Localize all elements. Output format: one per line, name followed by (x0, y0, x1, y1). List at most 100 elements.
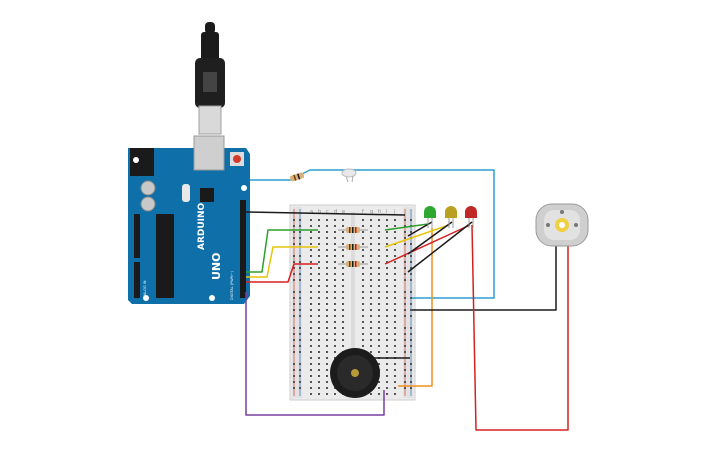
breadboard-hole[interactable] (378, 231, 380, 233)
breadboard-hole[interactable] (326, 255, 328, 257)
breadboard-hole[interactable] (362, 267, 364, 269)
breadboard-hole[interactable] (362, 219, 364, 221)
rail-hole[interactable] (293, 333, 295, 335)
breadboard-hole[interactable] (378, 339, 380, 341)
rail-hole[interactable] (299, 309, 301, 311)
breadboard-hole[interactable] (386, 279, 388, 281)
breadboard-hole[interactable] (318, 219, 320, 221)
breadboard-hole[interactable] (326, 267, 328, 269)
breadboard-hole[interactable] (386, 297, 388, 299)
rail-hole[interactable] (410, 369, 412, 371)
breadboard-hole[interactable] (386, 255, 388, 257)
breadboard-hole[interactable] (334, 237, 336, 239)
rail-hole[interactable] (404, 369, 406, 371)
breadboard-hole[interactable] (342, 255, 344, 257)
rail-hole[interactable] (293, 219, 295, 221)
wire-green-led[interactable] (384, 223, 429, 231)
breadboard-hole[interactable] (386, 237, 388, 239)
rail-hole[interactable] (293, 363, 295, 365)
breadboard-hole[interactable] (378, 225, 380, 227)
rail-hole[interactable] (299, 375, 301, 377)
breadboard-hole[interactable] (326, 243, 328, 245)
breadboard-hole[interactable] (394, 297, 396, 299)
rail-hole[interactable] (293, 225, 295, 227)
breadboard-hole[interactable] (310, 297, 312, 299)
breadboard-hole[interactable] (318, 381, 320, 383)
breadboard-hole[interactable] (362, 321, 364, 323)
breadboard-hole[interactable] (318, 345, 320, 347)
breadboard-hole[interactable] (342, 285, 344, 287)
breadboard-hole[interactable] (386, 285, 388, 287)
rail-hole[interactable] (404, 255, 406, 257)
wire-orange[interactable] (398, 228, 433, 387)
breadboard-hole[interactable] (310, 255, 312, 257)
wire-black-motor[interactable] (412, 244, 557, 311)
breadboard-hole[interactable] (370, 231, 372, 233)
rail-hole[interactable] (410, 381, 412, 383)
rail-hole[interactable] (293, 273, 295, 275)
wires[interactable] (245, 169, 569, 431)
breadboard-hole[interactable] (386, 375, 388, 377)
breadboard-hole[interactable] (326, 237, 328, 239)
breadboard-hole[interactable] (378, 279, 380, 281)
rail-hole[interactable] (299, 237, 301, 239)
breadboard-hole[interactable] (386, 309, 388, 311)
breadboard-hole[interactable] (370, 393, 372, 395)
breadboard-hole[interactable] (394, 333, 396, 335)
rail-hole[interactable] (299, 333, 301, 335)
breadboard-hole[interactable] (386, 321, 388, 323)
breadboard-hole[interactable] (362, 333, 364, 335)
breadboard-hole[interactable] (394, 339, 396, 341)
breadboard-hole[interactable] (318, 249, 320, 251)
rail-hole[interactable] (299, 219, 301, 221)
breadboard-hole[interactable] (342, 249, 344, 251)
rail-hole[interactable] (299, 381, 301, 383)
breadboard-hole[interactable] (394, 381, 396, 383)
rail-hole[interactable] (410, 267, 412, 269)
breadboard-hole[interactable] (310, 267, 312, 269)
rail-hole[interactable] (410, 255, 412, 257)
breadboard-hole[interactable] (318, 225, 320, 227)
breadboard-hole[interactable] (378, 315, 380, 317)
breadboard-hole[interactable] (326, 327, 328, 329)
breadboard-hole[interactable] (370, 303, 372, 305)
rail-hole[interactable] (299, 369, 301, 371)
breadboard-hole[interactable] (334, 327, 336, 329)
dc-motor[interactable] (535, 203, 589, 247)
rail-hole[interactable] (293, 297, 295, 299)
breadboard-hole[interactable] (386, 219, 388, 221)
rail-hole[interactable] (299, 279, 301, 281)
rail-hole[interactable] (293, 237, 295, 239)
rail-hole[interactable] (299, 387, 301, 389)
rail-hole[interactable] (293, 279, 295, 281)
resistor[interactable] (338, 227, 368, 233)
breadboard-hole[interactable] (370, 327, 372, 329)
breadboard-hole[interactable] (310, 273, 312, 275)
rail-hole[interactable] (293, 381, 295, 383)
rail-hole[interactable] (293, 351, 295, 353)
rail-hole[interactable] (410, 297, 412, 299)
breadboard-hole[interactable] (378, 393, 380, 395)
breadboard-hole[interactable] (334, 231, 336, 233)
breadboard-hole[interactable] (378, 309, 380, 311)
breadboard-hole[interactable] (310, 291, 312, 293)
rail-hole[interactable] (293, 375, 295, 377)
breadboard-hole[interactable] (318, 273, 320, 275)
breadboard-hole[interactable] (386, 387, 388, 389)
breadboard-hole[interactable] (370, 351, 372, 353)
breadboard-hole[interactable] (318, 333, 320, 335)
breadboard-hole[interactable] (318, 387, 320, 389)
breadboard-hole[interactable] (394, 285, 396, 287)
breadboard-hole[interactable] (334, 393, 336, 395)
breadboard-hole[interactable] (318, 315, 320, 317)
breadboard-hole[interactable] (394, 219, 396, 221)
breadboard-hole[interactable] (326, 231, 328, 233)
rail-hole[interactable] (404, 219, 406, 221)
breadboard-hole[interactable] (318, 393, 320, 395)
breadboard-hole[interactable] (342, 291, 344, 293)
rail-hole[interactable] (299, 255, 301, 257)
breadboard-hole[interactable] (370, 345, 372, 347)
breadboard-hole[interactable] (370, 237, 372, 239)
breadboard-hole[interactable] (310, 279, 312, 281)
breadboard-hole[interactable] (326, 279, 328, 281)
